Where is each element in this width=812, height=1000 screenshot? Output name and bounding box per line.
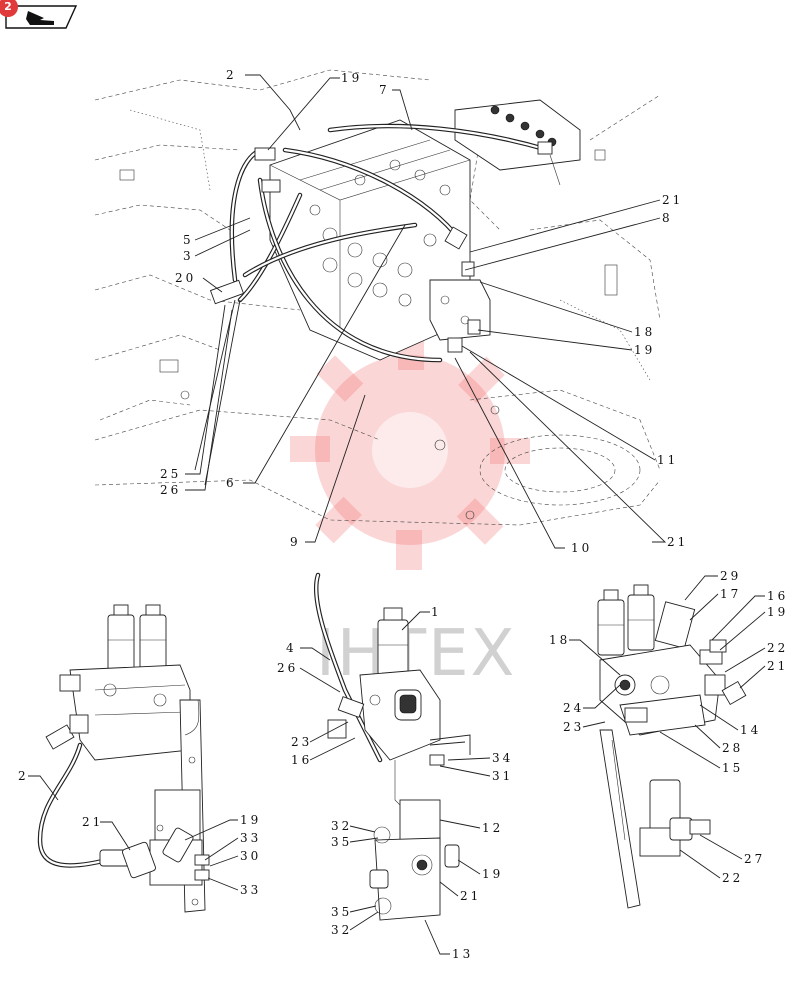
callout-right-14: 14: [740, 723, 761, 737]
callout-mid-4: 4: [286, 641, 297, 655]
callout-mid-23: 23: [291, 735, 312, 749]
callout-left-21: 21: [82, 815, 103, 829]
callout-right-15: 15: [722, 761, 743, 775]
callout-left-19: 19: [240, 813, 261, 827]
callout-right-28: 28: [722, 741, 743, 755]
callout-21b: 21: [667, 535, 688, 549]
callout-mid-32b: 32: [331, 923, 352, 937]
callout-mid-35b: 35: [331, 905, 352, 919]
right-detail-assembly: [597, 584, 747, 909]
callout-10: 10: [571, 541, 592, 555]
callout-left-33: 33: [240, 831, 261, 845]
right-leader-lines: [569, 575, 766, 879]
callout-right-27: 27: [744, 852, 765, 866]
callout-right-21: 21: [767, 659, 788, 673]
callout-left-2: 2: [18, 769, 29, 783]
callout-11: 11: [657, 453, 678, 467]
left-detail-assembly: [37, 604, 210, 913]
callout-9: 9: [290, 535, 301, 549]
middle-leader-lines: [299, 611, 491, 955]
callout-right-16: 16: [767, 589, 788, 603]
callout-mid-21: 21: [460, 889, 481, 903]
callout-right-18: 18: [549, 633, 570, 647]
callout-19b: 19: [634, 343, 655, 357]
callout-6: 6: [226, 476, 237, 490]
callout-left-30: 30: [240, 849, 261, 863]
callout-mid-32: 32: [331, 819, 352, 833]
left-leader-lines: [28, 775, 239, 891]
callout-3: 3: [183, 249, 194, 263]
nav-back-button[interactable]: 2: [0, 0, 78, 30]
callout-mid-31: 31: [492, 769, 513, 783]
callout-mid-19: 19: [482, 867, 503, 881]
callout-5: 5: [183, 233, 194, 247]
left-callouts: 2 21 19 33 30 33: [18, 769, 261, 897]
callout-right-23: 23: [563, 720, 584, 734]
callout-mid-26: 26: [277, 661, 298, 675]
callout-19: 19: [341, 71, 362, 85]
callout-21: 21: [662, 193, 683, 207]
callout-2: 2: [226, 68, 237, 82]
callout-7: 7: [379, 83, 390, 97]
callout-mid-13: 13: [452, 947, 473, 961]
callout-mid-34: 34: [492, 751, 513, 765]
top-leader-lines: [185, 74, 667, 549]
callout-mid-12: 12: [482, 821, 503, 835]
page-number-badge: 2: [0, 0, 18, 17]
top-callouts: 2 19 7 21 8 5 3 20 18 19 11 25 26 6 21 9…: [160, 68, 688, 555]
middle-callouts: 1 4 26 23 16 34 31 32 35 12 19 21 35 32 …: [277, 605, 513, 961]
callout-right-22: 22: [767, 641, 788, 655]
callout-mid-16: 16: [291, 753, 312, 767]
main-valve-assembly: [94, 69, 661, 526]
right-callouts: 29 17 16 19 18 22 21 24 23 14 28 15 27 2…: [549, 569, 788, 885]
callout-right-17: 17: [720, 587, 741, 601]
callout-left-33b: 33: [240, 883, 261, 897]
callout-right-24: 24: [563, 701, 584, 715]
callout-25: 25: [160, 467, 181, 481]
callout-right-22b: 22: [722, 871, 743, 885]
callout-right-19: 19: [767, 605, 788, 619]
callout-18: 18: [634, 325, 655, 339]
callout-8: 8: [662, 211, 673, 225]
callout-26: 26: [160, 483, 181, 497]
callout-mid-1: 1: [431, 605, 442, 619]
callout-right-29: 29: [720, 569, 741, 583]
callout-mid-35: 35: [331, 835, 352, 849]
hand-pointer-icon: [5, 5, 78, 29]
middle-detail-assembly: [313, 572, 471, 921]
callout-20: 20: [175, 271, 196, 285]
